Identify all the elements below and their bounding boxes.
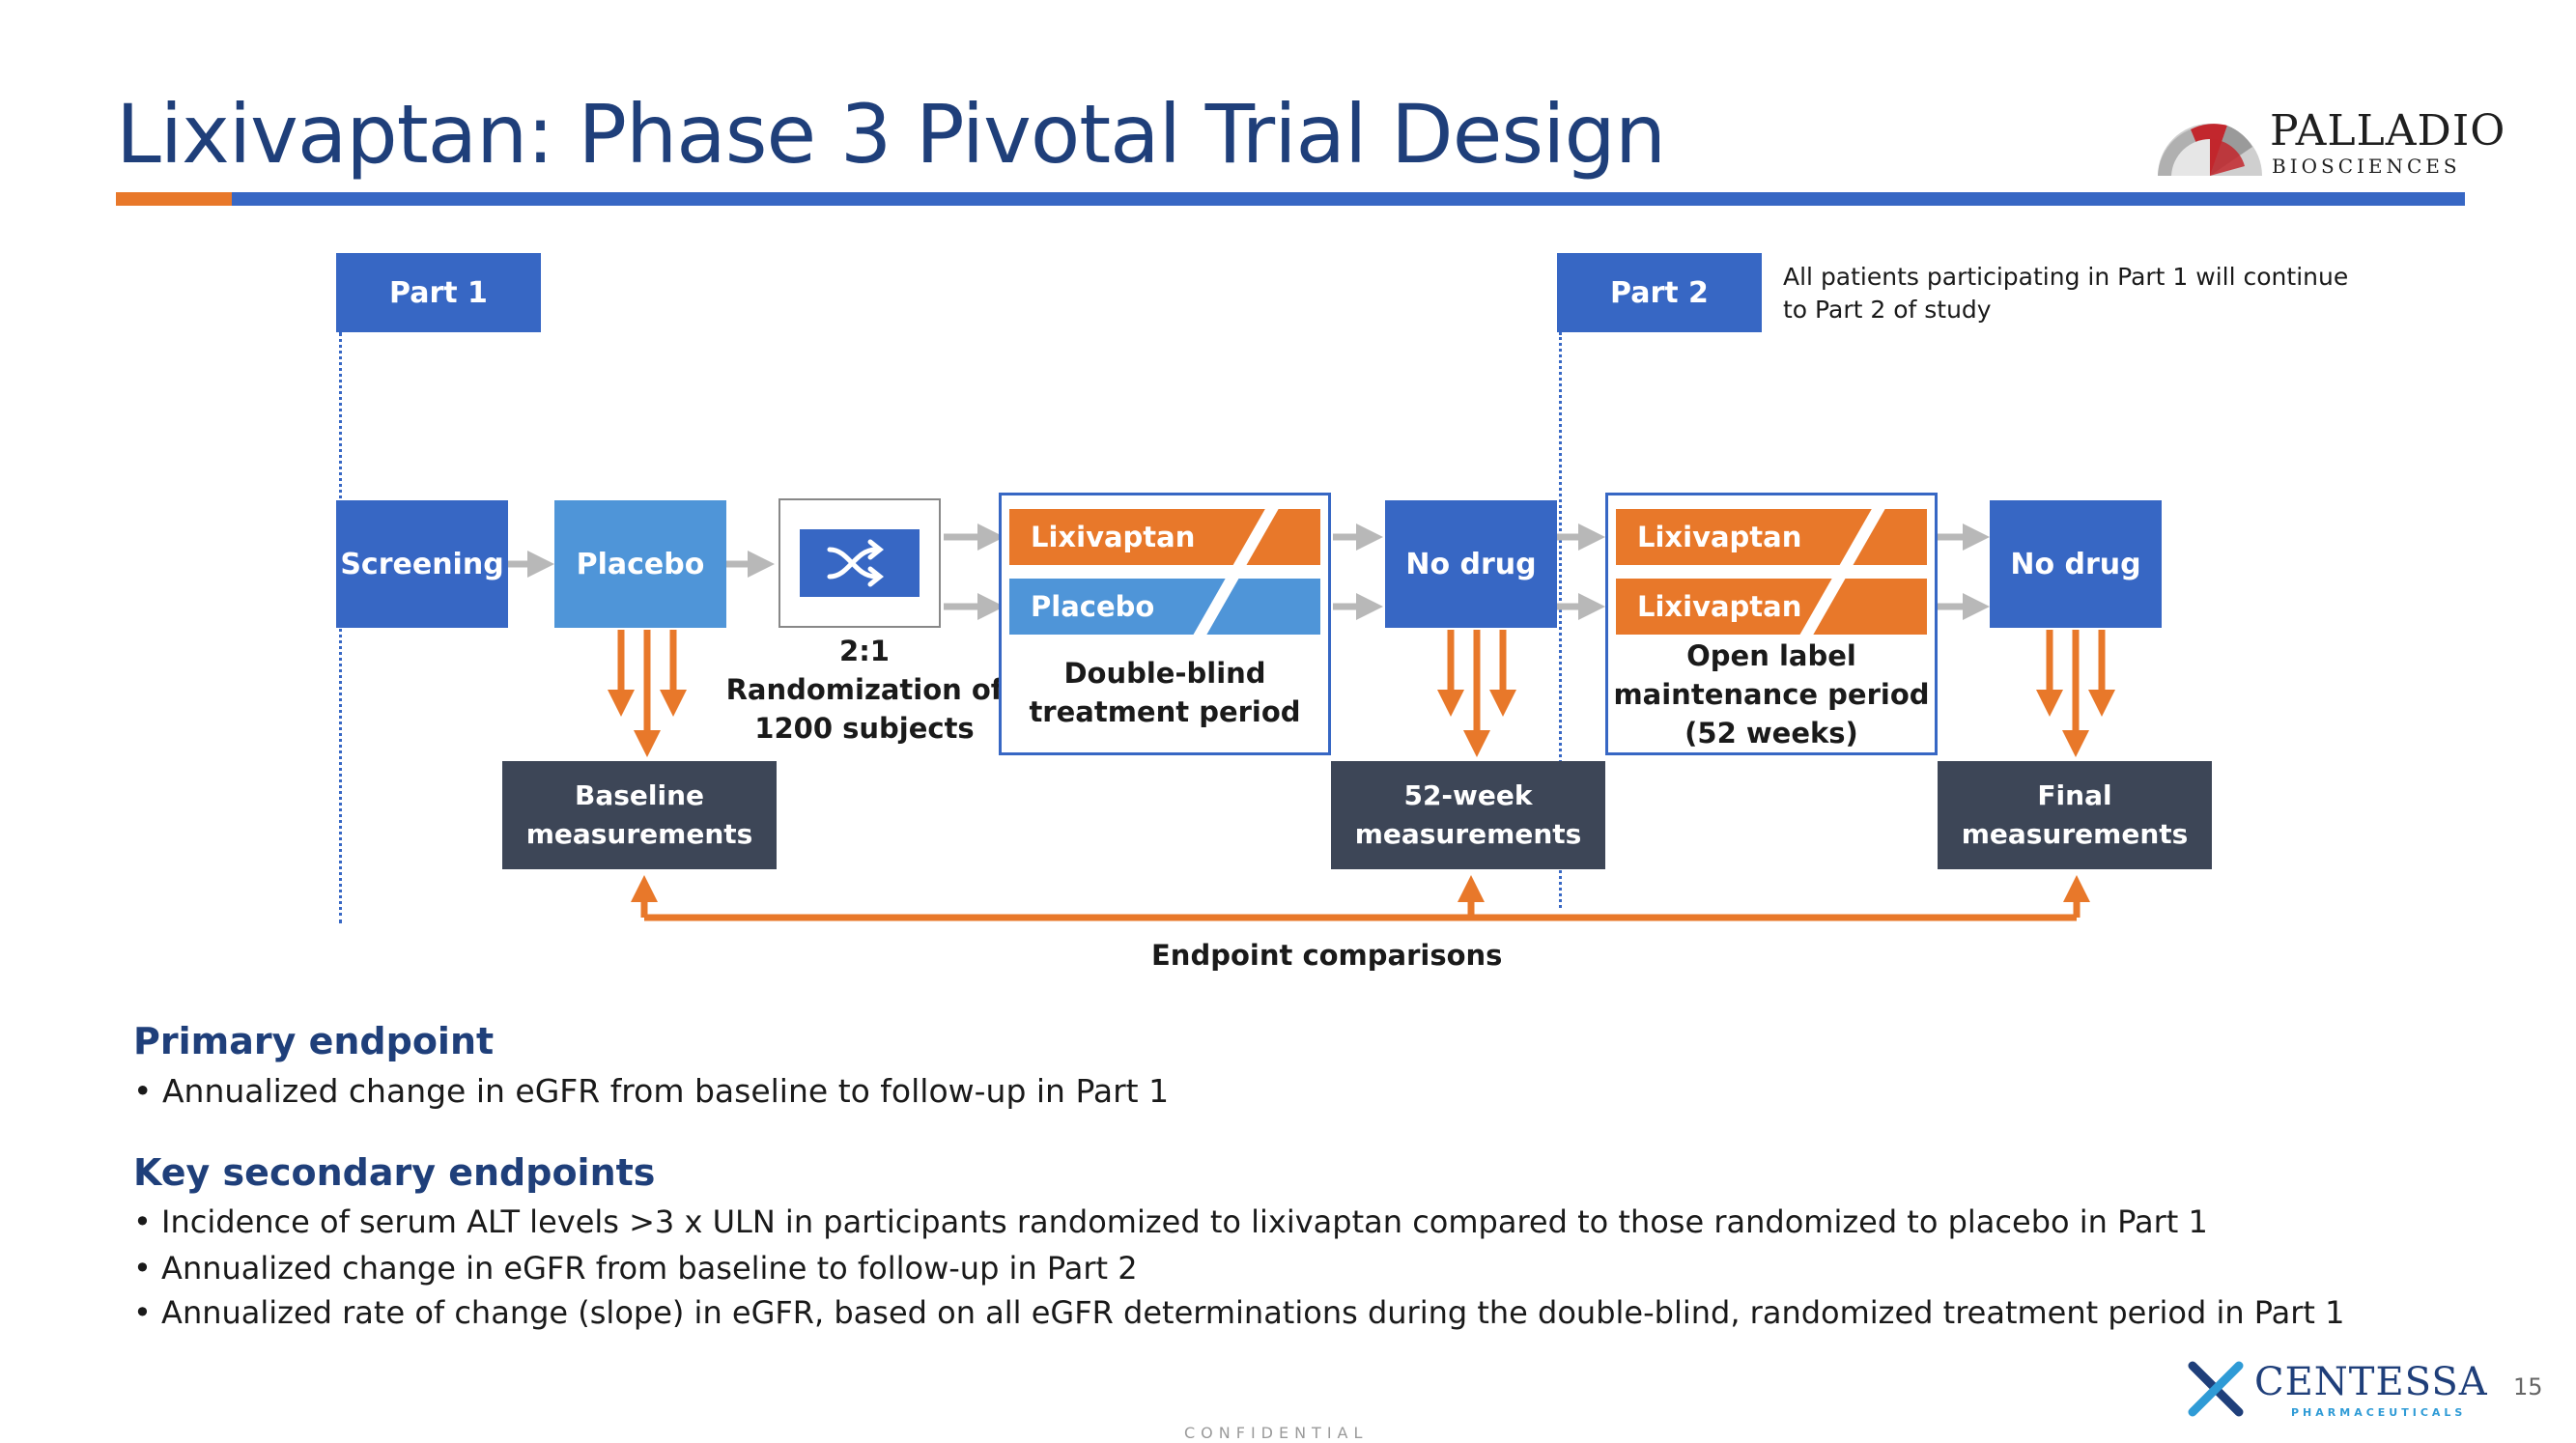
part2-note-line1: All patients participating in Part 1 wil… — [1783, 263, 2349, 291]
ol-lixivaptan-bar-2: Lixivaptan — [1616, 579, 1927, 635]
bullet-dot: • — [133, 1072, 162, 1110]
placebo-box: Placebo — [554, 500, 726, 628]
title-underline-accent — [116, 192, 232, 206]
final-line2: measurements — [1961, 818, 2189, 850]
no-drug-box-1: No drug — [1385, 500, 1557, 628]
bullet-dot: • — [133, 1203, 162, 1240]
centessa-subname: PHARMACEUTICALS — [2291, 1406, 2467, 1419]
confidential-label: CONFIDENTIAL — [1184, 1424, 1369, 1442]
part2-note: All patients participating in Part 1 wil… — [1783, 261, 2348, 326]
part1-label: Part 1 — [336, 253, 541, 332]
part2-label: Part 2 — [1557, 253, 1762, 332]
primary-bullet-1: • Annualized change in eGFR from baselin… — [133, 1072, 1169, 1110]
bullet-dot: • — [133, 1250, 162, 1287]
part1-divider — [339, 332, 342, 923]
secondary-bullet-2: • Annualized change in eGFR from baselin… — [133, 1250, 1138, 1287]
randomization-subjects: 1200 subjects — [754, 712, 975, 745]
secondary-bullet-3: • Annualized rate of change (slope) in e… — [133, 1294, 2345, 1331]
primary-bullet-1-text: Annualized change in eGFR from baseline … — [161, 1072, 1170, 1110]
double-blind-line2: treatment period — [1029, 695, 1301, 728]
open-label-frame: Lixivaptan Lixivaptan Open label mainten… — [1605, 493, 1938, 755]
centessa-logo-icon — [2188, 1361, 2244, 1417]
centessa-logo: CENTESSA PHARMACEUTICALS — [2185, 1356, 2487, 1426]
page-title: Lixivaptan: Phase 3 Pivotal Trial Design — [116, 87, 1666, 182]
secondary-endpoints-heading: Key secondary endpoints — [133, 1151, 656, 1194]
double-blind-caption: Double-blind treatment period — [1002, 654, 1328, 731]
secondary-bullet-2-text: Annualized change in eGFR from baseline … — [161, 1250, 1138, 1287]
randomization-icon-tile — [800, 529, 920, 597]
screening-box: Screening — [336, 500, 508, 628]
open-label-line1: Open label — [1686, 639, 1856, 672]
week52-line1: 52-week — [1403, 779, 1533, 811]
no-drug-box-2: No drug — [1990, 500, 2162, 628]
palladio-name: PALLADIO — [2270, 106, 2506, 156]
final-line1: Final — [2037, 779, 2112, 811]
ol-slash — [1798, 502, 1886, 643]
db-slash — [1191, 502, 1280, 643]
baseline-line2: measurements — [525, 818, 753, 850]
shuffle-icon — [827, 539, 885, 587]
baseline-measurements-box: Baseline measurements — [502, 761, 777, 869]
open-label-line3: (52 weeks) — [1684, 717, 1858, 750]
bullet-dot: • — [133, 1294, 162, 1331]
palladio-logo-icon — [2158, 124, 2262, 176]
randomization-text: Randomization of — [725, 673, 1004, 706]
palladio-logo: PALLADIO BIOSCIENCES — [2152, 104, 2505, 182]
page-number: 15 — [2513, 1373, 2543, 1401]
final-measurements-box: Final measurements — [1938, 761, 2212, 869]
double-blind-frame: Lixivaptan Placebo Double-blind treatmen… — [999, 493, 1331, 755]
randomization-ratio: 2:1 — [839, 635, 890, 667]
randomization-box — [778, 498, 941, 628]
part2-divider — [1559, 332, 1562, 908]
centessa-name: CENTESSA — [2254, 1360, 2488, 1404]
title-underline — [232, 192, 2465, 206]
palladio-subname: BIOSCIENCES — [2272, 155, 2461, 178]
part2-note-line2: to Part 2 of study — [1783, 296, 1992, 324]
randomization-caption: 2:1 Randomization of 1200 subjects — [724, 632, 1005, 748]
week52-measurements-box: 52-week measurements — [1331, 761, 1605, 869]
secondary-bullet-3-text: Annualized rate of change (slope) in eGF… — [161, 1294, 2345, 1331]
baseline-line1: Baseline — [574, 779, 704, 811]
open-label-caption: Open label maintenance period (52 weeks) — [1608, 637, 1935, 752]
primary-endpoint-heading: Primary endpoint — [133, 1020, 495, 1062]
double-blind-line1: Double-blind — [1063, 657, 1266, 690]
secondary-bullet-1-text: Incidence of serum ALT levels >3 x ULN i… — [161, 1203, 2208, 1240]
week52-line2: measurements — [1354, 818, 1582, 850]
db-placebo-bar: Placebo — [1009, 579, 1320, 635]
endpoint-comparisons-label: Endpoint comparisons — [1151, 939, 1503, 972]
open-label-line2: maintenance period — [1613, 678, 1930, 711]
secondary-bullet-1: • Incidence of serum ALT levels >3 x ULN… — [133, 1203, 2208, 1240]
